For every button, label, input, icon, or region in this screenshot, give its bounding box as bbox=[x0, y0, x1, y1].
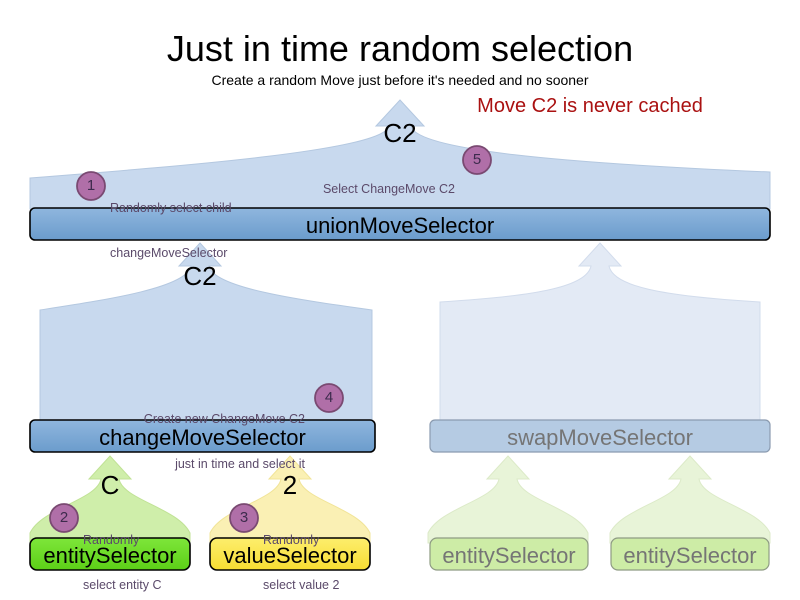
step-badge-4-circle bbox=[314, 383, 344, 413]
step-3-note: Randomly select value 2 bbox=[263, 503, 383, 600]
swap-move-selector-label: swapMoveSelector bbox=[507, 425, 693, 450]
step-5-badge-number: 5 bbox=[472, 151, 482, 168]
step-5-note-line1: Select ChangeMove C2 bbox=[322, 182, 455, 196]
value-selector-label: valueSelector bbox=[223, 543, 357, 568]
entity-selector-label: entitySelector bbox=[43, 543, 177, 568]
arrow-swap-entity1 bbox=[427, 455, 589, 544]
step-2-note-line1: Randomly bbox=[83, 533, 140, 547]
swap-entity-selector-label-2: entitySelector bbox=[623, 543, 757, 568]
step-4-note: Create new ChangeMove C2 just in time an… bbox=[100, 382, 305, 502]
swap-move-selector-bar[interactable] bbox=[429, 419, 771, 453]
value-selector-bar[interactable] bbox=[209, 537, 371, 571]
step-1-note: Randomly select child changeMoveSelector bbox=[110, 171, 320, 291]
step-1-badge-number: 1 bbox=[86, 177, 96, 194]
step-4-badge-number: 4 bbox=[324, 389, 334, 406]
swap-entity-selector-bar-1[interactable] bbox=[429, 537, 589, 571]
entity-selector-bar[interactable] bbox=[29, 537, 191, 571]
step-badge-1-circle bbox=[76, 171, 106, 201]
step-4-note-line2: just in time and select it bbox=[175, 457, 305, 471]
step-3-note-line2: select value 2 bbox=[263, 578, 340, 592]
change-move-selector-bar[interactable] bbox=[29, 419, 376, 453]
step-1-note-line2: changeMoveSelector bbox=[110, 246, 228, 260]
step-badge-2-circle bbox=[49, 503, 79, 533]
step-badge-3-circle bbox=[229, 503, 259, 533]
step-2-note-line2: select entity C bbox=[83, 578, 162, 592]
step-2-note: Randomly select entity C bbox=[83, 503, 203, 600]
step-4-note-line1: Create new ChangeMove C2 bbox=[143, 412, 305, 426]
step-3-note-line1: Randomly bbox=[263, 533, 320, 547]
union-move-selector-bar[interactable] bbox=[29, 207, 771, 241]
page-title: Just in time random selection bbox=[166, 28, 634, 69]
step-3-badge-number: 3 bbox=[239, 509, 249, 526]
step-badge-5-circle bbox=[462, 145, 492, 175]
step-5-note: Select ChangeMove C2 bbox=[250, 152, 455, 227]
arrow-swap-entity2 bbox=[609, 455, 771, 544]
swap-entity-selector-bar-2[interactable] bbox=[610, 537, 770, 571]
change-move-selector-label: changeMoveSelector bbox=[99, 425, 306, 450]
union-move-selector-label: unionMoveSelector bbox=[305, 213, 495, 238]
step-2-badge-number: 2 bbox=[59, 509, 69, 526]
cache-warning-note: Move C2 is never cached bbox=[477, 95, 703, 117]
flow-label-change-output: C2 bbox=[183, 261, 217, 291]
swap-entity-selector-label-1: entitySelector bbox=[442, 543, 576, 568]
flow-label-entity-output: C bbox=[100, 470, 120, 500]
step-1-note-line1: Randomly select child bbox=[110, 201, 232, 215]
flow-label-value-output: 2 bbox=[282, 470, 298, 500]
flow-label-union-output: C2 bbox=[383, 118, 417, 148]
arrow-swap-to-union bbox=[439, 242, 761, 423]
page-subtitle: Create a random Move just before it's ne… bbox=[211, 72, 589, 88]
